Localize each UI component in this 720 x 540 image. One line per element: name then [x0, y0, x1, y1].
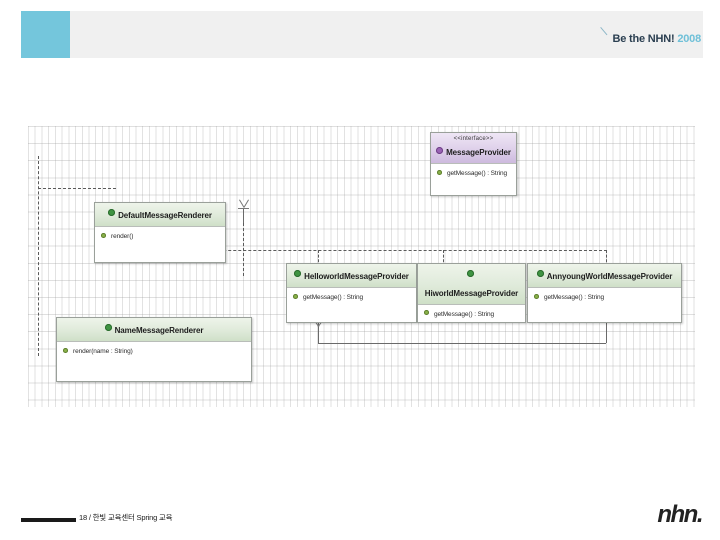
- header-brand: Be the NHN! 2008: [613, 33, 702, 45]
- uml-body-annyoungworld-message-provider: getMessage() : String: [528, 286, 681, 328]
- interface-badge-icon: [436, 146, 444, 154]
- connector-interface-to-bus: [243, 223, 244, 276]
- uml-member: getMessage() : String: [293, 293, 412, 301]
- uml-class-name: NameMessageRenderer: [114, 326, 204, 335]
- uml-header-helloworld-message-provider: HelloworldMessageProvider: [287, 264, 416, 287]
- connector-renderer-stem: [318, 321, 319, 343]
- header-accent-square: [21, 11, 70, 58]
- class-badge-icon: [294, 270, 302, 278]
- header-brand-text: Be the NHN!: [612, 33, 675, 45]
- footer-page-label: 18 / 한빛 교육센터 Spring 교육: [79, 513, 173, 522]
- uml-class-name: HelloworldMessageProvider: [304, 272, 409, 281]
- class-badge-icon: [108, 209, 116, 217]
- uml-member: render(): [101, 232, 221, 240]
- slide-header: Be the NHN! 2008: [0, 0, 720, 70]
- uml-diagram-inner: <<interface>> MessageProvider getMessage…: [28, 126, 695, 407]
- uml-class-name: HiworldMessageProvider: [424, 288, 519, 298]
- connector-bus-left-top: [38, 188, 116, 189]
- uml-class-message-provider[interactable]: <<interface>> MessageProvider getMessage…: [430, 132, 517, 196]
- member-visibility-icon: [101, 232, 106, 238]
- uml-member-label: getMessage() : String: [434, 310, 495, 318]
- uml-header-message-provider: <<interface>> MessageProvider: [431, 133, 516, 164]
- uml-body-hiworld-message-provider: getMessage() : String: [418, 303, 525, 345]
- nhn-logo: nhn.: [657, 501, 703, 528]
- uml-class-hiworld-message-provider[interactable]: HiworldMessageProvider getMessage() : St…: [417, 263, 526, 323]
- uml-class-helloworld-message-provider[interactable]: HelloworldMessageProvider getMessage() :…: [286, 263, 417, 323]
- uml-header-name-message-renderer: NameMessageRenderer: [57, 318, 251, 341]
- header-brand-year: 2008: [677, 33, 701, 45]
- header-tick-icon: [601, 27, 610, 36]
- uml-header-hiworld-message-provider: HiworldMessageProvider: [418, 264, 525, 304]
- uml-class-name: DefaultMessageRenderer: [118, 211, 212, 220]
- uml-class-name: AnnyoungWorldMessageProvider: [546, 272, 673, 281]
- uml-stereotype: <<interface>>: [453, 136, 494, 142]
- connector-interface-stem: [243, 208, 244, 223]
- member-visibility-icon: [437, 169, 442, 175]
- uml-class-default-message-renderer[interactable]: DefaultMessageRenderer render(): [94, 202, 226, 263]
- header-band: [21, 11, 703, 58]
- uml-member: render(name : String): [63, 347, 247, 355]
- connector-renderer-right-drop: [606, 306, 607, 343]
- class-badge-icon: [536, 270, 544, 278]
- connector-renderer-base: [318, 343, 606, 344]
- class-badge-icon: [466, 270, 474, 278]
- uml-diagram-canvas: <<interface>> MessageProvider getMessage…: [28, 126, 695, 407]
- uml-member-label: getMessage() : String: [447, 170, 508, 178]
- uml-member: getMessage() : String: [437, 169, 512, 178]
- class-badge-icon: [104, 324, 112, 332]
- uml-body-default-message-renderer: render(): [95, 225, 225, 267]
- connector-bus-left-drop: [38, 156, 39, 356]
- uml-class-name-message-renderer[interactable]: NameMessageRenderer render(name : String…: [56, 317, 252, 382]
- uml-member: getMessage() : String: [534, 293, 677, 301]
- uml-header-default-message-renderer: DefaultMessageRenderer: [95, 203, 225, 226]
- member-visibility-icon: [424, 310, 429, 316]
- member-visibility-icon: [63, 347, 68, 353]
- uml-member-label: getMessage() : String: [544, 293, 605, 301]
- connector-provider-bus: [113, 250, 607, 251]
- uml-class-annyoungworld-message-provider[interactable]: AnnyoungWorldMessageProvider getMessage(…: [527, 263, 682, 323]
- uml-member: getMessage() : String: [424, 310, 521, 318]
- member-visibility-icon: [534, 293, 539, 299]
- member-visibility-icon: [293, 293, 298, 299]
- footer-rule: [21, 518, 76, 522]
- uml-body-name-message-renderer: render(name : String): [57, 340, 251, 382]
- uml-class-name: MessageProvider: [446, 148, 511, 158]
- realization-arrowhead-icon: [238, 199, 250, 209]
- uml-body-message-provider: getMessage() : String: [431, 163, 516, 204]
- uml-body-helloworld-message-provider: getMessage() : String: [287, 286, 416, 328]
- uml-member-label: render(): [111, 232, 134, 240]
- uml-member-label: render(name : String): [73, 347, 133, 355]
- uml-member-label: getMessage() : String: [303, 293, 364, 301]
- uml-header-annyoungworld-message-provider: AnnyoungWorldMessageProvider: [528, 264, 681, 287]
